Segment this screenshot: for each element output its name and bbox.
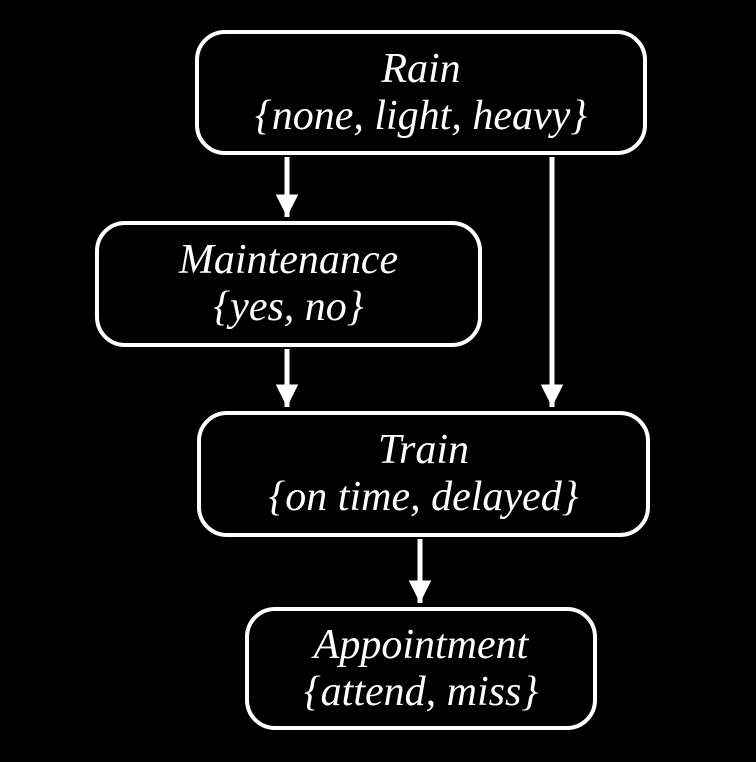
node-rain-label: Rain — [381, 45, 461, 92]
node-train: Train {on time, delayed} — [197, 411, 650, 537]
node-train-label: Train — [377, 427, 470, 473]
node-appointment-label: Appointment — [313, 621, 529, 668]
node-maintenance-label: Maintenance — [178, 237, 399, 283]
node-train-values: {on time, delayed} — [268, 474, 579, 520]
node-appointment-values: {attend, miss} — [303, 668, 539, 715]
node-maintenance: Maintenance {yes, no} — [95, 221, 482, 347]
node-rain: Rain {none, light, heavy} — [195, 30, 647, 155]
node-maintenance-values: {yes, no} — [213, 284, 364, 330]
node-rain-values: {none, light, heavy} — [254, 92, 588, 139]
node-appointment: Appointment {attend, miss} — [245, 607, 597, 730]
